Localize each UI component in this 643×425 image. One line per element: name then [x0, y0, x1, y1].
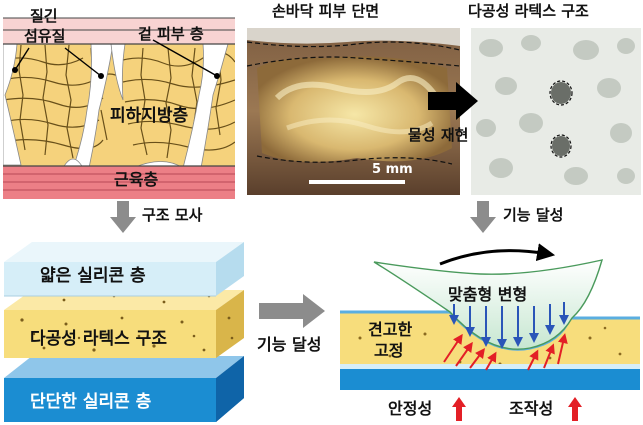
label-ligament: 질긴	[30, 7, 58, 25]
tissue-illustration	[3, 0, 235, 199]
layer-middle-label: 다공성 라텍스 구조	[30, 329, 167, 349]
latex-title: 다공성 라텍스 구조	[468, 2, 589, 20]
fix-label-line1: 견고한	[368, 320, 413, 339]
control-label: 조작성	[509, 399, 554, 418]
down-arrow-left	[110, 201, 136, 233]
label-fiber: 섬유질	[24, 27, 66, 45]
label-subcutaneous: 피하지방층	[110, 106, 189, 126]
control-up-arrow	[568, 397, 582, 421]
down-arrow-right	[470, 201, 496, 233]
black-right-arrow	[428, 80, 480, 122]
stability-label: 안정성	[388, 399, 433, 418]
stability-up-arrow	[452, 397, 466, 421]
middle-arrow-label: 기능 달성	[257, 335, 322, 354]
layer-bottom-label: 단단한 실리콘 층	[30, 392, 152, 412]
fix-label-line2: 고정	[374, 341, 404, 360]
layer-top-label: 얇은 실리콘 층	[40, 266, 146, 286]
photo-title: 손바닥 피부 단면	[272, 2, 380, 20]
deform-label: 맞춤형 변형	[448, 285, 528, 304]
skin-photo	[247, 28, 460, 195]
gray-right-arrow	[259, 294, 325, 328]
latex-photo	[471, 28, 641, 195]
function-diagram	[340, 238, 640, 393]
layer-stack	[4, 238, 250, 425]
step-label-right: 기능 달성	[503, 206, 564, 224]
latex-arrow-label: 물성 재현	[408, 126, 469, 144]
label-epidermis: 겉 피부 층	[138, 25, 204, 43]
label-muscle: 근육층	[114, 170, 159, 189]
step-label-left: 구조 모사	[142, 206, 203, 224]
scale-text: 5 mm	[372, 162, 413, 177]
